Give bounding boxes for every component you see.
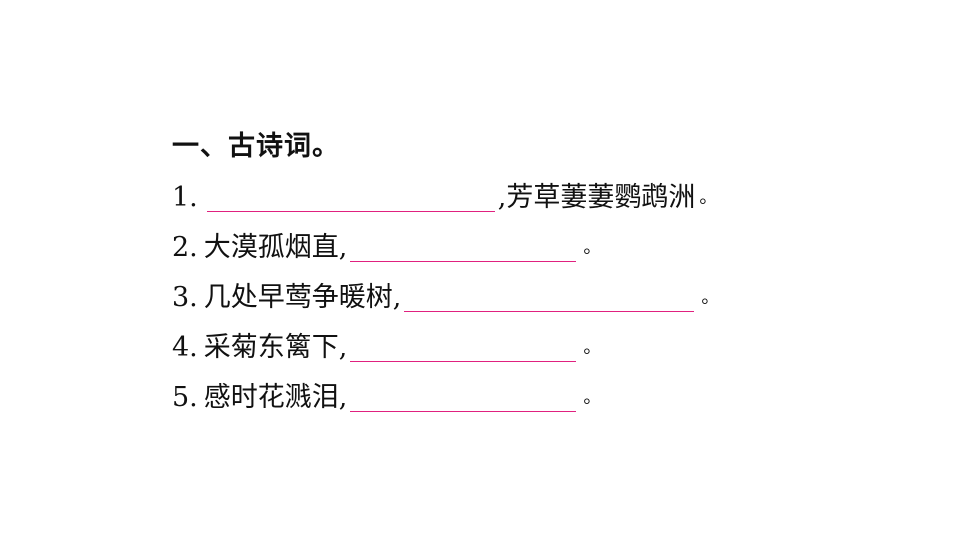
question-text: 大漠孤烟直,: [203, 232, 348, 263]
poetry-worksheet: 一、古诗词。 1. ,芳草萋萋鹦鹉洲 。 2. 大漠孤烟直, 。 3. 几处早莺…: [172, 128, 872, 416]
question-period: 。: [583, 237, 602, 258]
answer-blank-1[interactable]: [206, 183, 495, 212]
question-number: 4.: [172, 332, 198, 363]
answer-blank-2[interactable]: [350, 233, 577, 262]
answer-blank-5[interactable]: [350, 383, 577, 412]
answer-blank-4[interactable]: [350, 333, 577, 362]
section-heading: 一、古诗词。: [172, 131, 340, 162]
question-period: 。: [583, 387, 602, 408]
question-text: ,芳草萋萋鹦鹉洲: [497, 182, 696, 213]
question-row-4: 4. 采菊东篱下, 。: [172, 316, 872, 366]
question-row-1: 1. ,芳草萋萋鹦鹉洲 。: [172, 166, 872, 216]
question-number: 3.: [172, 282, 198, 313]
question-number: 5.: [172, 382, 198, 413]
question-row-5: 5. 感时花溅泪, 。: [172, 366, 872, 416]
question-period: 。: [583, 337, 602, 358]
answer-blank-3[interactable]: [404, 283, 695, 312]
question-period: 。: [701, 287, 720, 308]
question-text: 采菊东篱下,: [203, 332, 348, 363]
question-number: 1.: [172, 182, 198, 213]
question-number: 2.: [172, 232, 198, 263]
question-period: 。: [699, 187, 718, 208]
question-text: 感时花溅泪,: [203, 382, 348, 413]
question-row-3: 3. 几处早莺争暖树, 。: [172, 266, 872, 316]
question-row-2: 2. 大漠孤烟直, 。: [172, 216, 872, 266]
question-text: 几处早莺争暖树,: [203, 282, 402, 313]
